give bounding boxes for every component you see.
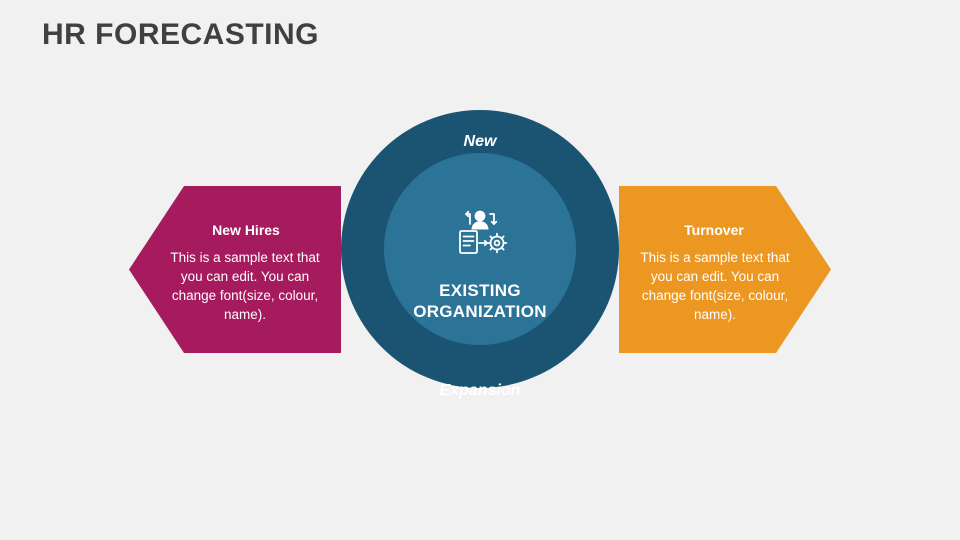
chevron-new-hires[interactable]: New Hires This is a sample text that you… (129, 186, 341, 353)
chevron-new-hires-title: New Hires (212, 222, 280, 238)
center-label-line2: ORGANIZATION (413, 302, 547, 321)
page-title: HR FORECASTING (42, 18, 319, 51)
label-expansion: Expansion (439, 382, 521, 399)
employee-management-gear-icon (440, 205, 520, 261)
chevron-turnover[interactable]: Turnover This is a sample text that you … (619, 186, 831, 353)
chevron-turnover-title: Turnover (684, 222, 744, 238)
center-label: EXISTING ORGANIZATION (384, 280, 576, 322)
chevron-turnover-body: This is a sample text that you can edit.… (640, 250, 790, 322)
inner-circle[interactable] (384, 153, 576, 345)
chevron-new-hires-body: This is a sample text that you can edit.… (170, 250, 320, 322)
center-label-line1: EXISTING (439, 281, 521, 300)
label-new: New (463, 133, 497, 150)
